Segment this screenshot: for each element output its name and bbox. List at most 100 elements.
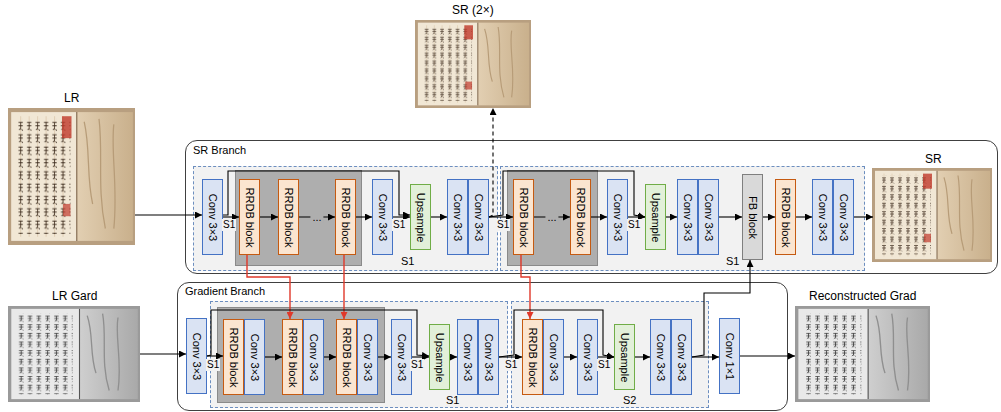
image-label: Reconstructed Grad (809, 289, 916, 303)
conv-box: Conv 3×3 (244, 319, 265, 395)
branch-title: SR Branch (193, 144, 246, 157)
lr-image (8, 108, 135, 245)
connector (854, 216, 873, 217)
connector (796, 216, 812, 217)
sr2x-image (415, 20, 531, 108)
connector (534, 216, 570, 217)
junction-label: S1 (504, 359, 518, 371)
junction-label: S1 (597, 359, 611, 371)
block-label: Conv 3×3 (816, 193, 829, 240)
stage-label: S1 (446, 394, 459, 407)
block-label: RRDB block (339, 187, 352, 247)
label-anchor: S1 (504, 359, 518, 371)
conv-box: Conv 3×3 (303, 319, 324, 395)
block-label: RRDB block (286, 327, 299, 387)
connector (666, 216, 677, 217)
sr-image (872, 168, 992, 262)
stage-label: S1 (401, 255, 414, 268)
block-label: Conv 3×3 (248, 333, 261, 380)
image-label: SR (2×) (452, 3, 494, 17)
connector (489, 216, 513, 217)
image-node: SR (2×) (415, 20, 531, 108)
block-label: RRDB block (243, 187, 256, 247)
block-label: Conv 3×3 (461, 333, 474, 380)
edge-label-anchor: ... (552, 217, 565, 228)
connector (324, 356, 336, 357)
block-label: Conv 3×3 (837, 193, 850, 240)
conv-box: Conv 3×3 (202, 179, 223, 255)
block-label: Conv 1×1 (723, 332, 736, 379)
block-label: Conv 3×3 (675, 333, 688, 380)
conv-box: Conv 3×3 (357, 319, 378, 395)
block-label: Upsample (618, 332, 631, 382)
label-anchor: S1 (206, 359, 220, 371)
block-label: Conv 3×3 (307, 333, 320, 380)
connector (223, 216, 239, 217)
stage-region: S1Conv 3×3RRDB blockRRDB blockRRDB block… (193, 166, 498, 271)
connector (207, 355, 223, 356)
feature-arrow (247, 255, 290, 319)
block-label: Conv 3×3 (361, 333, 374, 380)
edge-label: ... (310, 212, 323, 223)
block-label: Conv 3×3 (451, 193, 464, 240)
fb-box: FB block (742, 174, 763, 260)
block-label: Conv 3×3 (376, 193, 389, 240)
upsample-box: Upsample (645, 184, 666, 250)
conv-box: Conv 3×3 (186, 318, 207, 394)
conv-box: Conv 3×3 (468, 179, 489, 255)
lr-grad-image (8, 306, 140, 402)
connector (260, 216, 278, 217)
connector (356, 216, 372, 217)
conv-box: Conv 3×3 (478, 319, 499, 395)
conv-box: Conv 3×3 (543, 319, 564, 395)
block-label: FB block (746, 196, 759, 239)
connector (431, 216, 447, 217)
connector (628, 216, 645, 217)
block-label: Conv 3×3 (702, 193, 715, 240)
connector (763, 216, 775, 217)
connector (564, 356, 577, 357)
block-label: Conv 3×3 (654, 333, 667, 380)
connector (692, 356, 719, 357)
edge-label: ... (545, 212, 558, 223)
block-label: Upsample (649, 192, 662, 242)
conv-box: Conv 3×3 (812, 179, 833, 255)
image-node: LR Gard (8, 306, 140, 402)
block-label: RRDB block (526, 327, 539, 387)
stage-region: S2 RRDB block Conv 3×3 Conv 3×3 Upsample Conv… (511, 301, 709, 408)
connector (207, 310, 429, 356)
feature-arrow (521, 255, 530, 319)
connector (635, 356, 650, 357)
junction-label: S1 (627, 219, 641, 231)
branch-title: Gradient Branch (185, 285, 265, 298)
image-node: LR (8, 108, 135, 245)
connector (450, 356, 457, 357)
branch-panel: Gradient BranchConv 3×3S1RRDB blockConv … (177, 282, 788, 411)
connector (499, 356, 522, 357)
conv-box: Conv 3×3 (577, 319, 598, 395)
connector (598, 356, 614, 357)
branch-panel: SR BranchS1Conv 3×3RRDB blockRRDB blockR… (185, 140, 998, 274)
rrdb-box: RRDB block (775, 179, 796, 255)
label-anchor: S1 (410, 359, 424, 371)
block-label: RRDB block (282, 187, 295, 247)
rrdb-box: RRDB block (239, 179, 260, 255)
stage-label: S2 (623, 394, 636, 407)
feature-arrow (343, 255, 344, 319)
connector (412, 356, 429, 357)
connector (692, 260, 750, 357)
rrdb-box: RRDB block (282, 319, 303, 395)
connector (591, 216, 607, 217)
block-label: Conv 3×3 (190, 332, 203, 379)
image-label: LR Gard (52, 289, 97, 303)
edge-label-anchor: ... (317, 217, 330, 228)
junction-label: S1 (392, 219, 406, 231)
connector (378, 356, 391, 357)
block-label: Conv 3×3 (681, 193, 694, 240)
connector (223, 171, 410, 215)
label-anchor: S1 (597, 359, 611, 371)
connector (499, 310, 614, 357)
rrdb-box: RRDB block (570, 179, 591, 255)
